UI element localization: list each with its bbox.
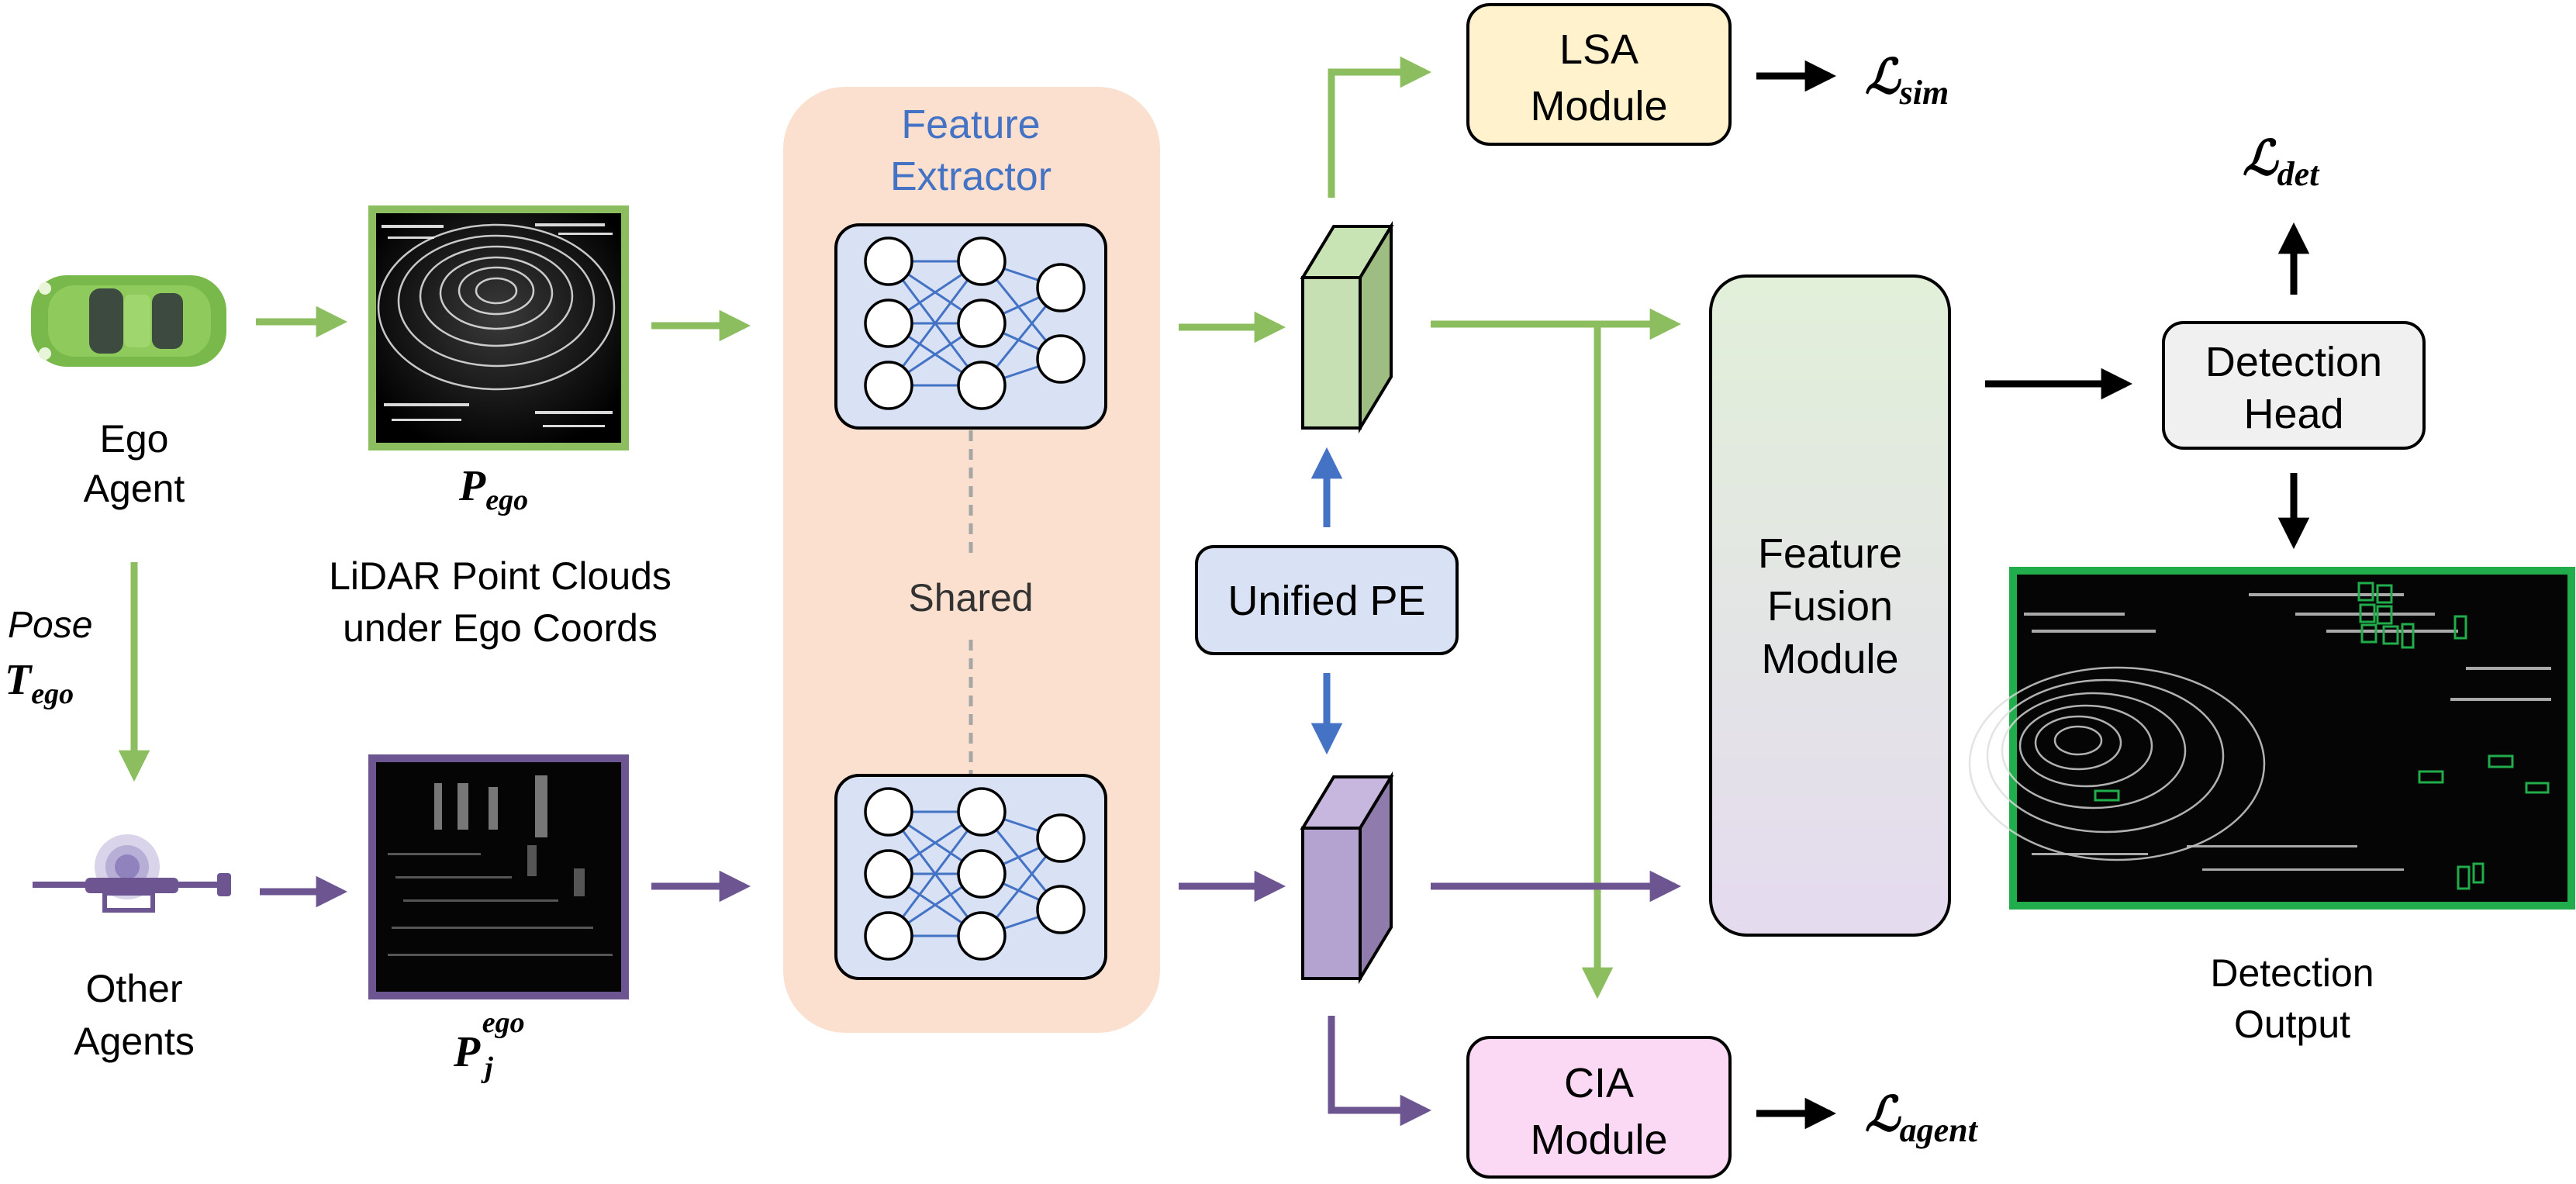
detection-output-image xyxy=(1968,567,2575,910)
feature-extractor-title-1: Feature xyxy=(901,102,1040,147)
cia-module-label-2: Module xyxy=(1530,1117,1667,1163)
detection-head-label-1: Detection xyxy=(2205,339,2382,385)
ego-agent-label-1: Ego xyxy=(100,417,169,461)
ego-car-icon xyxy=(31,275,226,367)
unified-pe-box xyxy=(1195,545,1459,655)
loss-agent: ℒagent xyxy=(1865,1089,1979,1149)
loss-sim: ℒsim xyxy=(1865,51,1949,112)
ego-feature-to-lsa-arrow xyxy=(1328,56,1432,198)
lsa-module-box xyxy=(1466,3,1732,146)
nn-top-icon xyxy=(834,223,1107,430)
detection-output-label-1: Detection xyxy=(2210,951,2374,995)
other-feature-block xyxy=(1300,771,1394,985)
ego-feature-block xyxy=(1300,220,1394,434)
other-point-cloud-image xyxy=(368,754,629,999)
unified-pe-label: Unified PE xyxy=(1228,578,1425,624)
ego-point-cloud-image xyxy=(368,205,629,450)
detection-head-box xyxy=(2162,321,2426,450)
shared-label: Shared xyxy=(908,576,1033,620)
other-agents-label-1: Other xyxy=(85,967,182,1010)
p-ego-symbol: Pego xyxy=(458,462,528,516)
cia-module-box xyxy=(1466,1036,1732,1179)
lidar-caption-2: under Ego Coords xyxy=(343,606,658,650)
cia-module-label-1: CIA xyxy=(1564,1060,1634,1106)
pose-label: Pose xyxy=(8,605,92,646)
pose-symbol: Tego xyxy=(5,656,74,710)
lidar-caption-1: LiDAR Point Clouds xyxy=(329,554,672,598)
loss-det: ℒdet xyxy=(2243,133,2320,193)
lsa-module-label-1: LSA xyxy=(1559,26,1638,73)
lsa-module-label-2: Module xyxy=(1530,83,1667,129)
other-agents-icon xyxy=(33,834,231,913)
detection-head-label-2: Head xyxy=(2243,391,2343,437)
feature-fusion-label-2: Fusion xyxy=(1767,583,1893,630)
other-feature-to-cia-arrow xyxy=(1328,1016,1432,1127)
feature-fusion-label-3: Module xyxy=(1761,636,1898,682)
feature-fusion-module-box xyxy=(1709,274,1951,937)
other-agents-label-2: Agents xyxy=(74,1020,195,1063)
nn-bottom-icon xyxy=(834,774,1107,980)
ego-agent-label-2: Agent xyxy=(84,467,185,510)
detection-output-label-2: Output xyxy=(2234,1003,2350,1046)
feature-extractor-title-2: Extractor xyxy=(890,154,1051,199)
feature-fusion-label-1: Feature xyxy=(1758,530,1902,577)
